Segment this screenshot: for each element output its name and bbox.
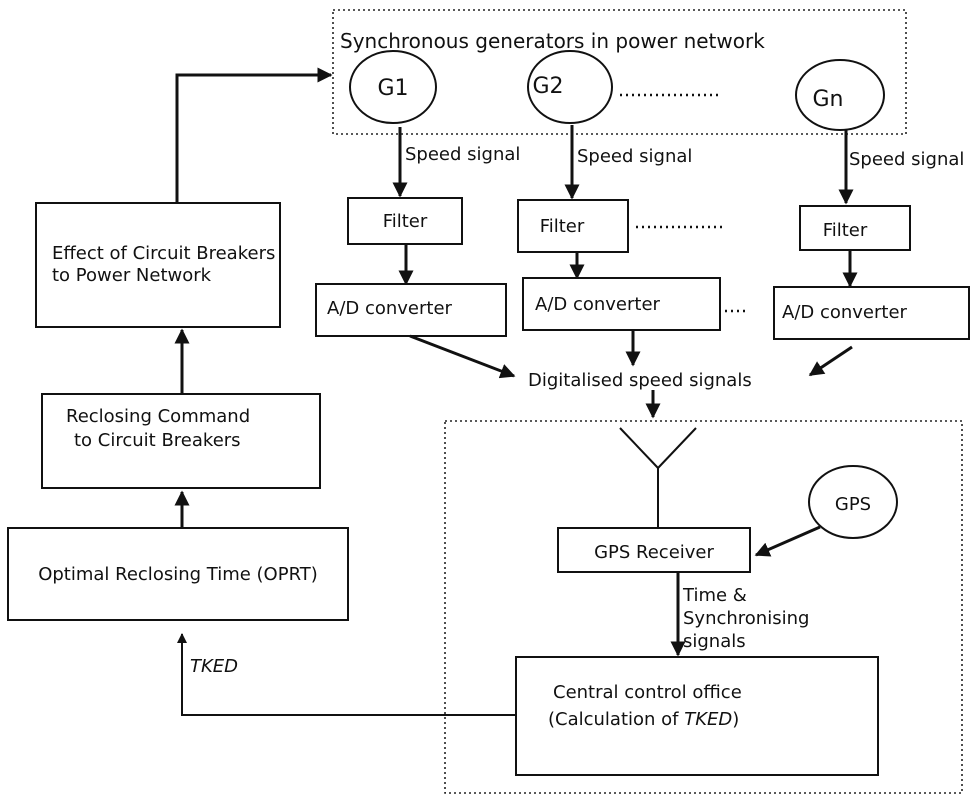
filter-box-2 [517, 199, 629, 253]
gps-receiver-box [557, 527, 751, 573]
generator-gn-label: Gn [813, 87, 844, 112]
filter-label-3: Filter [823, 220, 868, 241]
time-signals-line2: Synchronising [683, 608, 809, 629]
gps-to-receiver-arrow [754, 525, 821, 557]
adc1-to-digital-arrow [409, 334, 516, 379]
speed-signal-label-g2: Speed signal [577, 146, 692, 167]
control-group-border [444, 420, 963, 794]
time-signals-line1: Time & [682, 585, 747, 606]
generators-group-title: Synchronous generators in power network [340, 29, 765, 53]
antenna-icon [619, 427, 697, 528]
tked-label: TKED [190, 656, 238, 677]
gps-node-label: GPS [835, 494, 871, 515]
reclosing-line2: to Circuit Breakers [74, 430, 241, 451]
generator-g2: G2 [527, 50, 613, 124]
generator-gn: Gn [795, 59, 885, 131]
effect-line2: to Power Network [52, 265, 212, 286]
reclosing-command-box [41, 393, 321, 489]
generator-g1: G1 [349, 50, 437, 124]
effect-line1: Effect of Circuit Breakers [52, 243, 275, 264]
adc-box-3 [773, 286, 970, 340]
gps-receiver-label: GPS Receiver [594, 542, 714, 563]
oprt-box [7, 527, 349, 621]
central-office-line2-prefix: (Calculation of [548, 709, 684, 730]
adc-label-2: A/D converter [535, 294, 661, 315]
adc3-to-digital-arrow [808, 345, 853, 377]
gps-node [808, 465, 898, 539]
generators-group-border [332, 9, 907, 135]
central-office-line2-suffix: ) [732, 709, 739, 730]
filter-label-1: Filter [383, 211, 428, 232]
adc-label-1: A/D converter [327, 298, 453, 319]
time-signals-line3: signals [683, 631, 746, 652]
office-to-oprt-arrow [177, 633, 516, 716]
effect-box [35, 202, 281, 328]
speed-signal-label-gn: Speed signal [849, 149, 964, 170]
filter-label-2: Filter [540, 216, 585, 237]
speed-signal-label-g1: Speed signal [405, 144, 520, 165]
filter-box-3 [799, 205, 911, 251]
digitalised-signals-label: Digitalised speed signals [528, 370, 752, 391]
oprt-label: Optimal Reclosing Time (OPRT) [38, 564, 318, 585]
reclosing-line1: Reclosing Command [66, 406, 250, 427]
adc-label-3: A/D converter [782, 302, 908, 323]
central-office-line1: Central control office [553, 682, 742, 703]
effect-to-generators-arrow [175, 67, 333, 203]
central-office-line2-italic: TKED [684, 709, 732, 730]
generator-g2-label: G2 [532, 74, 563, 99]
adc-box-2 [522, 277, 721, 331]
generator-g1-label: G1 [377, 76, 408, 101]
central-control-office-box [515, 656, 879, 776]
central-office-line2: (Calculation of TKED) [548, 709, 739, 730]
